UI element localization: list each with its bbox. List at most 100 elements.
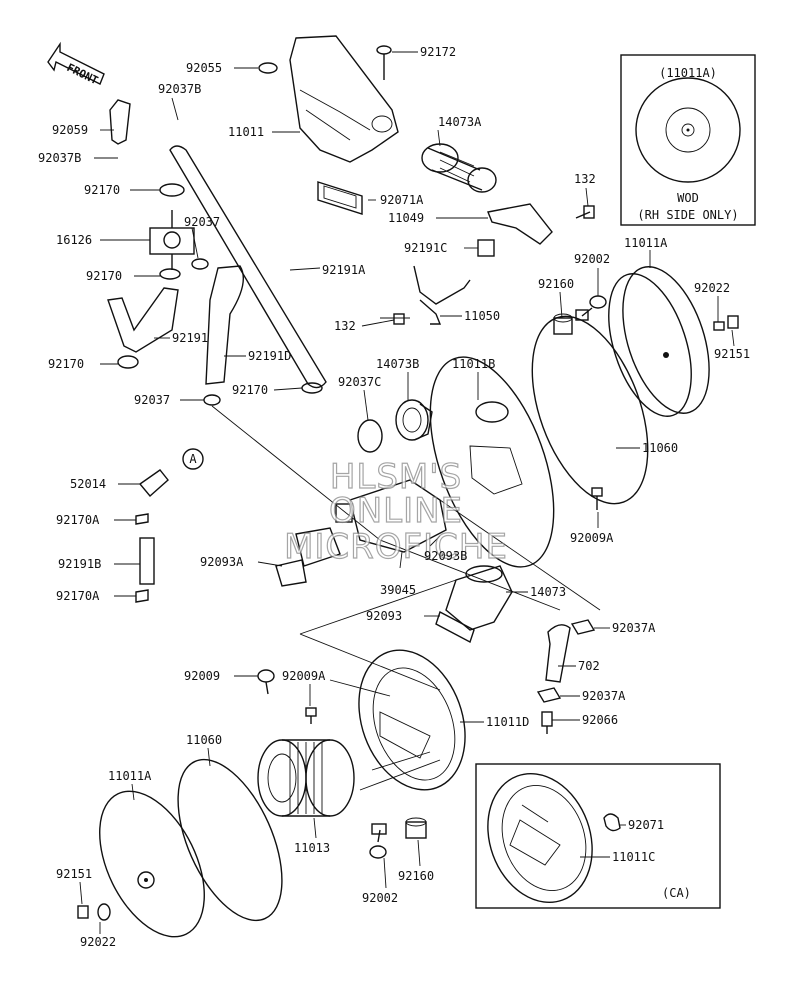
collar-92160-top xyxy=(553,313,573,335)
label-92066: 92066 xyxy=(582,713,618,727)
clamp-92170-d xyxy=(301,382,323,394)
bolt-92172 xyxy=(376,45,418,80)
label-92037a-a: 92037A xyxy=(612,621,656,635)
label-39045: 39045 xyxy=(380,583,416,597)
bolt-92009 xyxy=(257,669,275,695)
label-92071a: 92071A xyxy=(380,193,424,207)
label-92059: 92059 xyxy=(52,123,88,137)
hose-92191 xyxy=(107,287,179,353)
hose-92191a xyxy=(169,145,327,389)
duct-14073a xyxy=(421,143,497,193)
bolt-92151-bottom xyxy=(77,905,89,919)
leader-lines xyxy=(79,67,735,934)
hose-92191d xyxy=(205,265,244,385)
label-11011a-bottom: 11011A xyxy=(108,769,152,783)
label-92160-top: 92160 xyxy=(538,277,574,291)
label-92170a-a: 92170A xyxy=(56,513,100,527)
label-92191c: 92191C xyxy=(404,241,447,255)
label-11011d: 11011D xyxy=(486,715,529,729)
clamp-92037c xyxy=(357,419,383,453)
gasket-92093a xyxy=(275,527,341,587)
label-11011: 11011 xyxy=(228,125,264,139)
front-arrow-label: FRONT xyxy=(65,61,101,87)
label-92151-top: 92151 xyxy=(714,347,750,361)
inset-ca: 92071 11011C (CA) xyxy=(475,763,721,909)
gasket-11060-bottom xyxy=(177,758,283,922)
label-92093a: 92093A xyxy=(200,555,244,569)
label-92172: 92172 xyxy=(420,45,456,59)
clamp-92170-b xyxy=(159,268,181,280)
label-14073: 14073 xyxy=(530,585,566,599)
clamp-92037-b xyxy=(203,394,221,406)
label-11011b: 11011B xyxy=(452,357,495,371)
fitting-92066 xyxy=(541,711,553,734)
label-92009: 92009 xyxy=(184,669,220,683)
label-92009a-mid: 92009A xyxy=(282,669,326,683)
label-92191b: 92191B xyxy=(58,557,101,571)
label-92071: 92071 xyxy=(628,818,664,832)
label-11060-top: 11060 xyxy=(642,441,678,455)
base-11011d xyxy=(358,649,466,791)
label-92037b-left: 92037B xyxy=(38,151,81,165)
clamp-92037-a xyxy=(191,258,209,270)
label-92191d: 92191D xyxy=(248,349,291,363)
label-92037c: 92037C xyxy=(338,375,381,389)
o-ring-92055 xyxy=(258,62,278,74)
duct-14073 xyxy=(445,565,513,631)
label-92037a-b: 92037A xyxy=(582,689,626,703)
hose-702 xyxy=(545,624,571,683)
bolt-92009a-right xyxy=(591,487,603,510)
label-92002-top: 92002 xyxy=(574,252,610,266)
label-92055: 92055 xyxy=(186,61,222,75)
gasket-92093 xyxy=(435,610,475,644)
label-92093: 92093 xyxy=(366,609,402,623)
label-92170a-b: 92170A xyxy=(56,589,100,603)
label-14073b: 14073B xyxy=(376,357,419,371)
label-92022-top: 92022 xyxy=(694,281,730,295)
label-11050: 11050 xyxy=(464,309,500,323)
label-92037-b: 92037 xyxy=(134,393,170,407)
gasket-92071a xyxy=(317,181,363,215)
bolt-92009a-mid xyxy=(305,707,317,724)
label-92037b-top: 92037B xyxy=(158,82,201,96)
label-11060-bottom: 11060 xyxy=(186,733,222,747)
inset-title: (11011A) xyxy=(659,66,717,80)
clamp-92170-c xyxy=(117,355,139,369)
duct-14073b xyxy=(395,399,433,441)
label-52014: 52014 xyxy=(70,477,106,491)
air-box-11011 xyxy=(289,35,399,163)
bolt-92002-bottom xyxy=(369,823,387,859)
label-92037-a: 92037 xyxy=(184,215,220,229)
watermark-line-2: ONLINE xyxy=(329,491,463,531)
hose-92059 xyxy=(109,99,131,145)
bolt-92002-top xyxy=(575,295,607,321)
bracket-11050 xyxy=(380,265,471,325)
label-92151-bottom: 92151 xyxy=(56,867,92,881)
elbow-fitting-92071 xyxy=(603,813,621,832)
cover-11011a-right xyxy=(608,266,739,417)
callout-a-label: A xyxy=(189,452,197,466)
label-92191a: 92191A xyxy=(322,263,366,277)
label-92170-c: 92170 xyxy=(48,357,84,371)
watermark-line-1: HLSM'S xyxy=(330,457,462,497)
label-92160-bottom: 92160 xyxy=(398,869,434,883)
part-labels: 92055 92172 92037B 92059 11011 14073A 92… xyxy=(38,45,750,949)
inset-tag-ca: (CA) xyxy=(662,886,691,900)
label-11011a-top: 11011A xyxy=(624,236,668,250)
elbow-52014 xyxy=(138,469,169,498)
label-11011c: 11011C xyxy=(612,850,655,864)
clamp-92037a-a xyxy=(570,619,596,635)
hose-92191b xyxy=(139,537,155,585)
washer-92022-bottom xyxy=(97,903,111,921)
label-14073a: 14073A xyxy=(438,115,482,129)
label-92191: 92191 xyxy=(172,331,208,345)
base-11011b xyxy=(429,356,555,568)
callout-a-circle xyxy=(182,448,204,470)
label-92170-a: 92170 xyxy=(84,183,120,197)
inset-caption-rh-side: (RH SIDE ONLY) xyxy=(637,208,738,222)
clamp-92170a-a xyxy=(135,513,149,525)
gasket-11060-right xyxy=(531,315,649,505)
label-92170-b: 92170 xyxy=(86,269,122,283)
label-11049: 11049 xyxy=(388,211,424,225)
